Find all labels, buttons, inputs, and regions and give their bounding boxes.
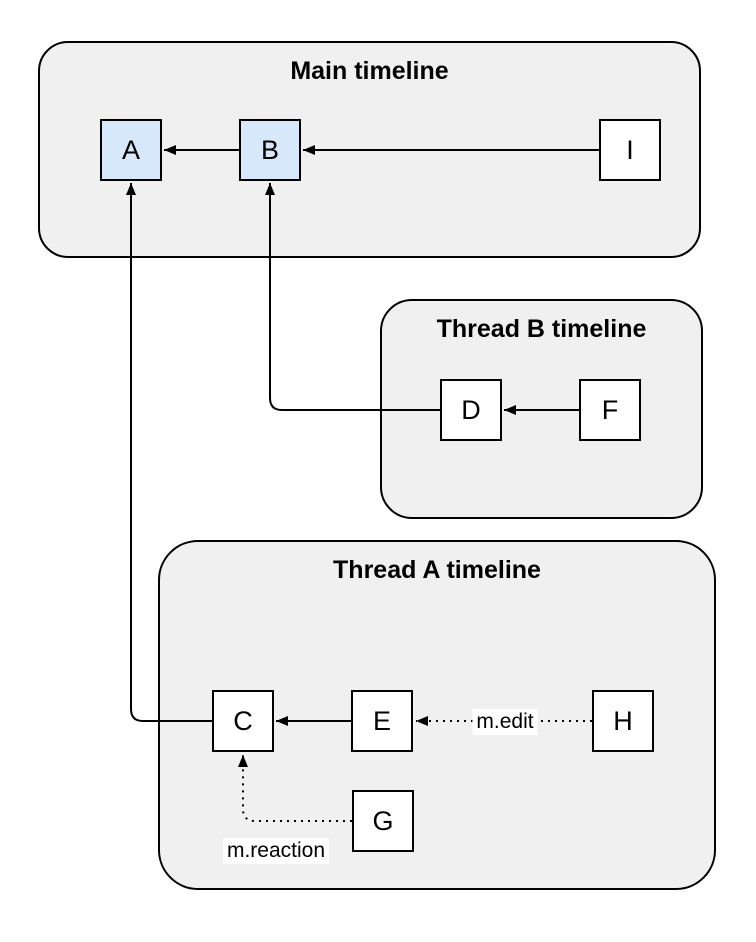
node-d: D (440, 379, 502, 441)
container-title-main: Main timeline (290, 57, 449, 85)
container-title-thread-b: Thread B timeline (436, 315, 647, 343)
node-f-label: F (601, 394, 619, 425)
node-g-label: G (372, 805, 394, 836)
node-c: C (212, 690, 274, 752)
node-i-label: I (626, 134, 634, 165)
node-a: A (100, 119, 162, 181)
node-h-label: H (613, 705, 633, 736)
node-e: E (351, 690, 413, 752)
node-h: H (592, 690, 654, 752)
edge-label-m-reaction: m.reaction (222, 838, 330, 864)
node-g: G (352, 790, 414, 852)
container-title-thread-a: Thread A timeline (333, 556, 541, 584)
container-thread-b-timeline: Thread B timeline (380, 299, 703, 519)
node-f: F (579, 379, 641, 441)
node-d-label: D (461, 394, 481, 425)
node-i: I (599, 119, 661, 181)
node-a-label: A (121, 134, 140, 165)
node-b: B (239, 119, 301, 181)
edge-label-m-edit: m.edit (472, 709, 538, 735)
node-e-label: E (372, 705, 391, 736)
node-b-label: B (260, 134, 279, 165)
node-c-label: C (233, 705, 253, 736)
